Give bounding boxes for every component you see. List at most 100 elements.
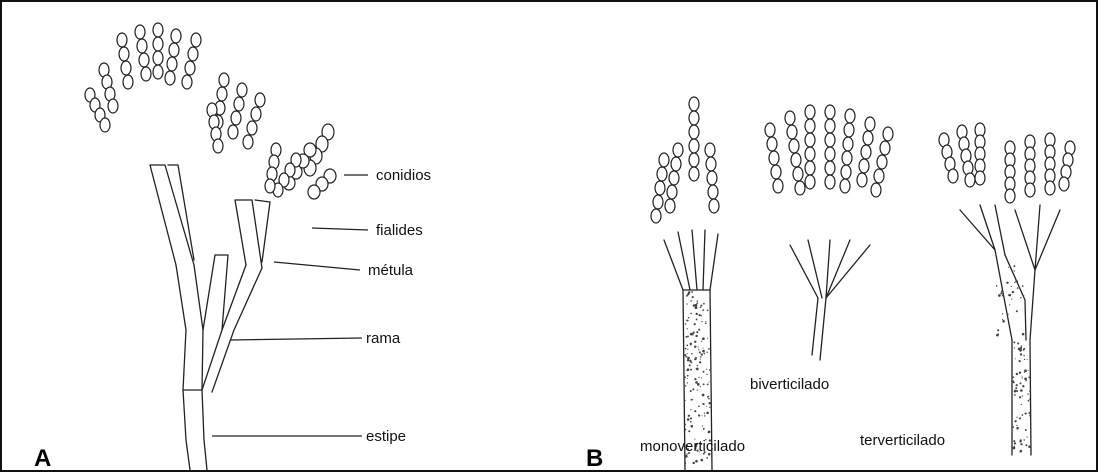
label-metula: métula <box>368 262 414 279</box>
conidium <box>188 47 198 61</box>
panel-a-penicillus: conidios fialides métula rama estipe A <box>34 23 431 472</box>
conidium <box>137 39 147 53</box>
conidium <box>767 137 777 151</box>
conidium <box>840 179 850 193</box>
conidium <box>843 137 853 151</box>
conidium <box>861 145 871 159</box>
conidium <box>841 165 851 179</box>
conidium <box>185 61 195 75</box>
conidium <box>673 143 683 157</box>
conidium <box>845 109 855 123</box>
conidium <box>863 131 873 145</box>
conidium <box>237 83 247 97</box>
conidium <box>689 167 699 181</box>
conidium <box>251 107 261 121</box>
conidium <box>191 33 201 47</box>
conidium <box>1005 189 1015 203</box>
conidium <box>825 105 835 119</box>
conidium <box>874 169 884 183</box>
panel-a-letter: A <box>34 445 51 472</box>
label-conidios: conidios <box>376 167 431 184</box>
conidium <box>651 209 661 223</box>
conidium <box>805 133 815 147</box>
conidium <box>765 123 775 137</box>
conidium <box>844 123 854 137</box>
conidium <box>787 125 797 139</box>
conidium <box>825 147 835 161</box>
conidium <box>689 125 699 139</box>
conidium <box>769 151 779 165</box>
conidium <box>975 171 985 185</box>
conidium <box>182 75 192 89</box>
conidium <box>883 127 893 141</box>
conidium <box>805 161 815 175</box>
biverticillate-drawing <box>765 105 893 360</box>
conidium <box>247 121 257 135</box>
conidium <box>667 185 677 199</box>
conidium <box>169 43 179 57</box>
label-fialides: fialides <box>376 222 423 239</box>
conidium <box>669 171 679 185</box>
conidia-chains <box>651 97 719 223</box>
conidium <box>707 171 717 185</box>
conidium <box>153 23 163 37</box>
conidium <box>825 119 835 133</box>
conidium <box>1045 181 1055 195</box>
conidium <box>842 151 852 165</box>
conidium <box>705 143 715 157</box>
conidia-chains <box>939 123 1075 203</box>
penicillus-drawing <box>150 165 270 470</box>
conidium <box>708 185 718 199</box>
monoverticillate-drawing <box>651 97 719 470</box>
conidium <box>231 111 241 125</box>
conidium <box>228 125 238 139</box>
conidium <box>141 67 151 81</box>
conidium <box>825 161 835 175</box>
conidium <box>121 61 131 75</box>
conidium <box>709 199 719 213</box>
conidium <box>117 33 127 47</box>
conidium <box>108 99 118 113</box>
conidium <box>1059 177 1069 191</box>
conidium <box>665 199 675 213</box>
conidium <box>657 167 667 181</box>
conidium <box>653 195 663 209</box>
conidium <box>123 75 133 89</box>
conidium <box>865 117 875 131</box>
conidium <box>153 37 163 51</box>
conidium <box>773 179 783 193</box>
conidium <box>771 165 781 179</box>
conidium <box>217 87 227 101</box>
label-terverticilado: terverticilado <box>860 432 945 449</box>
conidium <box>825 175 835 189</box>
label-biverticilado: biverticilado <box>750 376 829 393</box>
conidium <box>153 65 163 79</box>
conidium <box>119 47 129 61</box>
conidia-chains <box>765 105 893 197</box>
conidium <box>265 179 275 193</box>
conidium <box>153 51 163 65</box>
label-rama: rama <box>366 330 401 347</box>
conidium <box>308 185 320 199</box>
conidium <box>859 159 869 173</box>
label-leaders <box>212 175 368 436</box>
conidium <box>871 183 881 197</box>
conidia-chains <box>85 23 336 199</box>
conidium <box>671 157 681 171</box>
conidium <box>791 153 801 167</box>
conidium <box>805 147 815 161</box>
conidium <box>165 71 175 85</box>
conidium <box>234 97 244 111</box>
conidium <box>825 133 835 147</box>
conidium <box>1025 183 1035 197</box>
label-monoverticilado: monoverticilado <box>640 438 745 455</box>
conidium <box>689 139 699 153</box>
conidium <box>171 29 181 43</box>
panel-b-letter: B <box>586 445 603 472</box>
conidium <box>219 73 229 87</box>
conidium <box>805 175 815 189</box>
conidium <box>243 135 253 149</box>
label-estipe: estipe <box>366 428 406 445</box>
conidium <box>213 139 223 153</box>
